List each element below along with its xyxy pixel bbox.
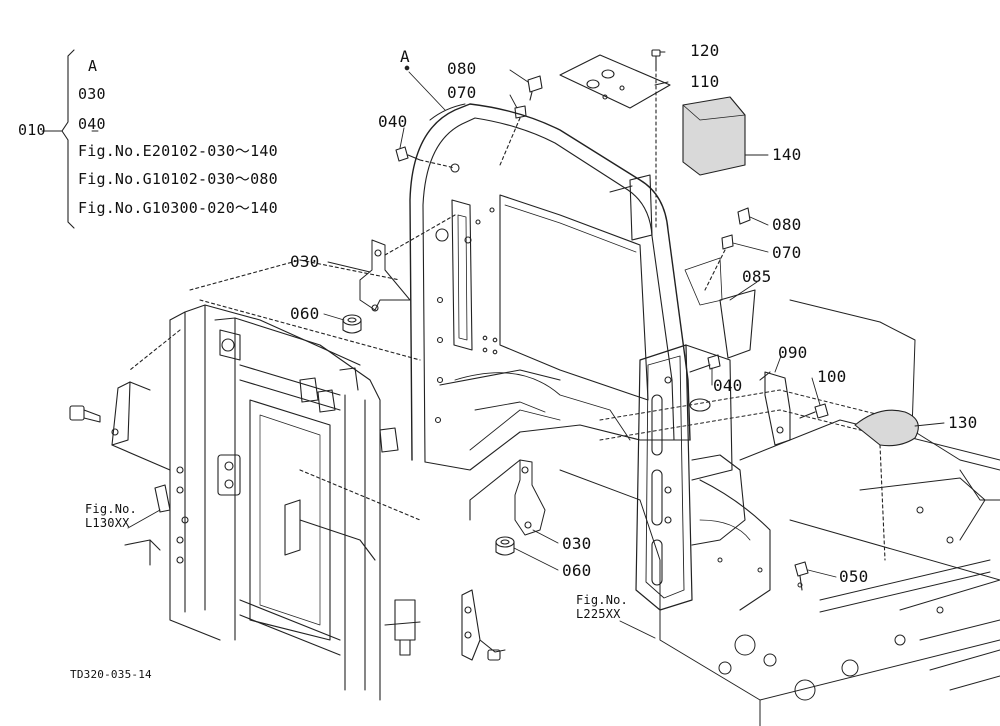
callout-060-bottom: 060 xyxy=(562,561,592,580)
drawing-id: TD320-035-14 xyxy=(70,668,152,681)
cab-frame-left xyxy=(129,259,421,701)
bolt-120 xyxy=(651,49,661,231)
panel-top-bracket xyxy=(609,174,653,241)
pad-130 xyxy=(854,409,919,561)
fig-ref-right-code: L225XX xyxy=(576,607,621,621)
right-side-column xyxy=(635,344,771,611)
callout-070-top: 070 xyxy=(447,83,477,102)
callout-085: 085 xyxy=(742,267,772,286)
callout-080-top: 080 xyxy=(447,59,477,78)
cover-085 xyxy=(684,257,756,359)
bolt-100 xyxy=(799,403,829,419)
callout-110: 110 xyxy=(690,72,720,91)
legend-ref-g10102: Fig.No.G10102-030～080 xyxy=(78,170,278,188)
bolt-040-top xyxy=(395,146,456,169)
legend-letter: A xyxy=(88,57,98,75)
bolt-040-mid xyxy=(689,354,721,412)
legend-ref-g10300: Fig.No.G10300-020～140 xyxy=(78,199,278,217)
callout-030-left: 030 xyxy=(290,252,320,271)
fig-ref-left-code: L130XX xyxy=(85,516,130,530)
rubber-mount-060-upper xyxy=(342,314,362,334)
bolt-080-top xyxy=(499,75,543,166)
bracket-030-upper xyxy=(359,214,456,312)
callout-140: 140 xyxy=(772,145,802,164)
callout-060-left: 060 xyxy=(290,304,320,323)
callout-a-marker: A xyxy=(400,47,410,66)
callout-040-top: 040 xyxy=(378,112,408,131)
callout-030-bottom: 030 xyxy=(562,534,592,553)
legend-item-040: 040 xyxy=(78,115,106,133)
fig-ref-left-label: Fig.No. xyxy=(85,502,137,516)
legend-ref-e20102: Fig.No.E20102-030～140 xyxy=(78,142,278,160)
callout-040-mid: 040 xyxy=(713,376,743,395)
callout-100: 100 xyxy=(817,367,847,386)
callout-070-right: 070 xyxy=(772,243,802,262)
cushion-140 xyxy=(682,96,746,176)
fig-ref-right-label: Fig.No. xyxy=(576,593,628,607)
bolt-080-right xyxy=(704,207,751,291)
callout-120: 120 xyxy=(690,41,720,60)
bracket-090 xyxy=(759,371,791,446)
bolt-050 xyxy=(794,561,809,591)
left-mount-bracket xyxy=(69,381,171,566)
rubber-mount-060-lower xyxy=(495,536,515,556)
lower-left-strap xyxy=(461,589,506,661)
floor-platform xyxy=(559,299,1000,726)
legend-part-no: 010 xyxy=(18,121,46,139)
seat-back-panel xyxy=(409,103,691,471)
callout-050: 050 xyxy=(839,567,869,586)
legend-item-030: 030 xyxy=(78,85,106,103)
leader-lines xyxy=(91,51,945,639)
callout-090: 090 xyxy=(778,343,808,362)
a-marker-dot xyxy=(404,65,410,71)
legend-bracket xyxy=(41,49,75,229)
bracket-030-lower xyxy=(469,459,546,536)
callout-080-right: 080 xyxy=(772,215,802,234)
plate-110 xyxy=(559,54,671,109)
callout-130: 130 xyxy=(948,413,978,432)
